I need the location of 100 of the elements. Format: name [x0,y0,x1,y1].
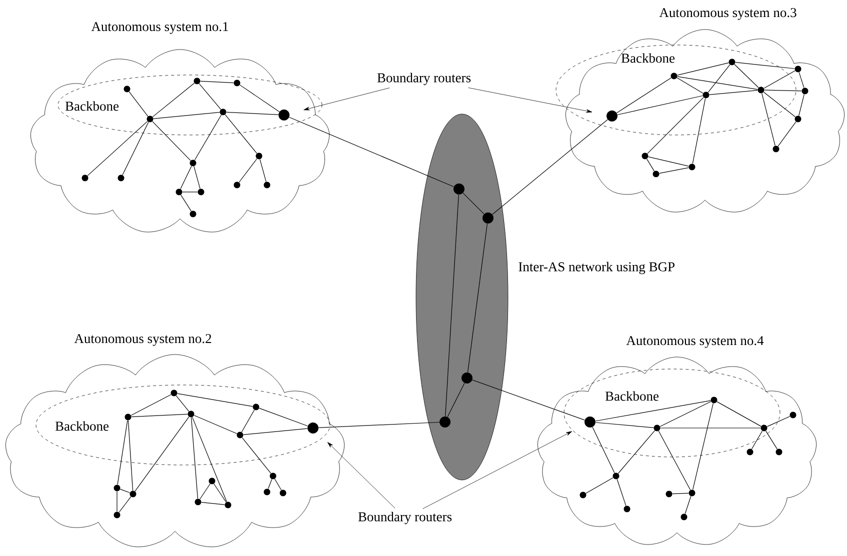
link-line [445,194,459,417]
network-ellipse [416,114,508,480]
link-line [192,416,227,502]
link-line [462,192,484,214]
link-line [194,415,238,434]
link-line [288,116,454,188]
link-line [198,83,222,110]
link-line [616,78,672,114]
link-line [238,158,258,183]
link-line [117,420,128,485]
callout-label: Boundary routers [358,512,452,524]
link-line [180,166,192,190]
link-line [766,430,778,450]
link-line [492,119,608,215]
router-dot [606,110,618,122]
link-line [616,478,626,506]
link-line [798,94,804,116]
link-line [318,422,440,428]
link-line [734,64,759,88]
backbone-label: Backbone [605,391,659,401]
link-line [152,121,191,161]
link-line [751,430,763,450]
backbone-label: Backbone [55,421,109,431]
link-line [762,93,776,146]
router-dot [308,422,318,434]
link-line [764,70,796,89]
backbone-label: Backbone [621,53,675,63]
leader-arrow [304,88,390,110]
link-line [87,121,148,176]
link-line [122,122,149,176]
link-line [646,158,654,172]
leader-arrow [468,88,592,113]
link-line [677,76,758,90]
link-line [152,82,195,118]
router-dot [482,212,494,224]
link-line [258,408,308,426]
link-line [243,428,308,435]
link-line [618,430,656,474]
link-line [130,394,172,416]
link-line [176,395,190,412]
link-line [240,84,280,112]
link-line [180,194,192,212]
link-line [617,95,703,116]
link-line [647,97,704,154]
link-line [595,400,711,422]
link-line [692,403,714,490]
link-line [677,62,729,76]
system-title: Autonomous system no.4 [626,336,764,348]
link-line [134,416,190,492]
link-line [177,393,253,407]
link-line [592,426,615,474]
link-line [447,382,465,418]
link-line [764,90,802,92]
link-line [692,98,706,164]
link-line [224,114,258,154]
link-line [190,417,198,499]
link-line [798,72,804,88]
link-line [194,166,200,189]
system-title: Autonomous system no.2 [74,334,212,346]
link-line [735,62,795,69]
system-title: Autonomous system no.3 [659,8,796,20]
router-dot [440,416,450,428]
link-line [194,114,222,160]
link-line [128,420,134,491]
link-line [660,401,712,427]
link-line [716,401,762,427]
link-line [260,159,266,182]
link-line [118,496,132,513]
link-line [595,422,654,428]
link-line [226,112,279,116]
network-label: Inter-AS network using BGP [518,262,674,274]
callout-label: Boundary routers [377,72,471,86]
link-line [131,414,188,418]
router-dot [278,110,290,120]
link-line [676,77,704,94]
backbone-label: Backbone [65,101,119,111]
link-line [658,430,691,490]
router-dot [454,184,464,194]
link-line [120,488,130,494]
link-line [586,477,614,494]
link-line [128,91,148,117]
leader-arrow [422,431,572,509]
router-dot [584,416,596,428]
link-line [709,90,758,95]
link-line [708,64,730,93]
link-line [648,156,689,167]
link-line [200,80,234,84]
link-line [116,491,118,512]
link-line [763,92,796,118]
leader-arrow [327,442,396,508]
link-line [242,437,272,474]
link-line [684,496,692,514]
link-line [659,167,689,174]
link-line [201,502,225,505]
link-line [467,223,488,373]
link-line [153,112,220,119]
link-line [268,478,272,490]
system-title: Autonomous system no.1 [91,22,228,34]
link-line [766,416,790,427]
link-line [672,492,689,494]
